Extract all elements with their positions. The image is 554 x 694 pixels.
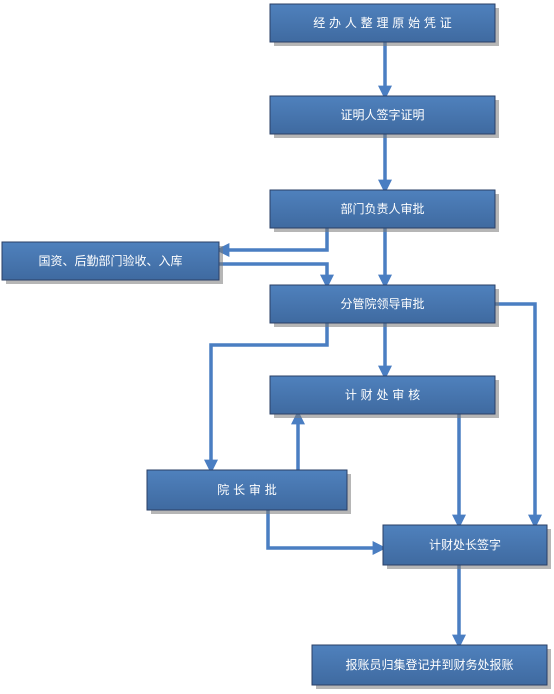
arrow-n3-to-n4 (215, 228, 329, 257)
node-vice-president-approval: 分管院领导审批 (269, 284, 499, 327)
connectors (204, 42, 542, 649)
node-label-president-approval: 院 长 审 批 (217, 482, 276, 497)
arrow-n7-to-n8 (266, 510, 387, 555)
node-asset-acceptance: 国资、后勤部门验收、入库 (1, 241, 223, 284)
node-label-collect-vouchers: 经 办 人 整 理 原 始 凭 证 (313, 15, 452, 30)
node-label-reimbursement-filing: 报账员归集登记并到财务处报账 (345, 657, 513, 672)
node-label-department-head-approval: 部门负责人审批 (340, 201, 424, 216)
node-reimbursement-filing: 报账员归集登记并到财务处报账 (311, 644, 551, 689)
node-president-approval: 院 长 审 批 (146, 469, 351, 514)
arrow-n5-to-n7 (204, 323, 329, 474)
node-witness-signature: 证明人签字证明 (269, 95, 499, 138)
node-label-asset-acceptance: 国资、后勤部门验收、入库 (38, 253, 182, 268)
node-finance-director-signature: 计财处长签字 (382, 524, 551, 569)
node-label-finance-director-signature: 计财处长签字 (429, 537, 501, 552)
node-label-finance-review: 计 财 处 审 核 (345, 387, 420, 402)
node-label-vice-president-approval: 分管院领导审批 (340, 296, 424, 311)
node-collect-vouchers: 经 办 人 整 理 原 始 凭 证 (269, 3, 499, 46)
node-finance-review: 计 财 处 审 核 (269, 375, 499, 418)
node-label-witness-signature: 证明人签字证明 (340, 107, 424, 122)
arrow-n4-to-n5 (219, 262, 334, 289)
arrow-n5-to-n8 (495, 302, 542, 529)
node-department-head-approval: 部门负责人审批 (269, 189, 499, 232)
